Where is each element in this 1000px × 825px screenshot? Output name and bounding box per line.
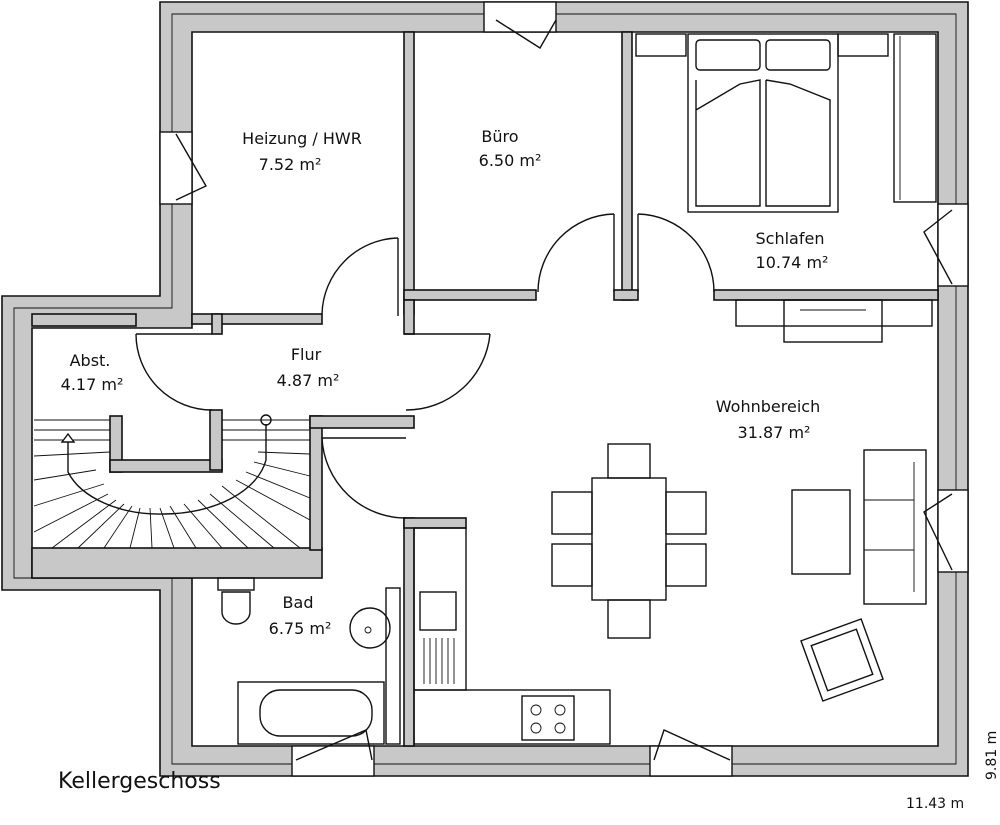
window-bottom-bad	[291, 745, 375, 777]
nightstands	[635, 33, 889, 57]
bathtub	[237, 681, 385, 745]
door-buero	[537, 213, 615, 293]
double-bed	[687, 33, 839, 213]
room-name-wohnbereich: Wohnbereich	[716, 397, 820, 416]
staircase	[33, 414, 311, 549]
dining-table	[551, 443, 707, 639]
wall-buero-schlafen	[621, 31, 633, 301]
wall-schlafen-bottom	[713, 289, 939, 301]
wall-bad-kitchen	[403, 517, 415, 747]
floor-title: Kellergeschoss	[58, 769, 221, 794]
room-area-bad: 6.75 m²	[269, 619, 332, 638]
wall-heizung-buero	[403, 31, 415, 315]
door-wohnbereich	[405, 333, 491, 411]
room-name-buero: Büro	[481, 127, 518, 146]
coffee-table	[791, 489, 851, 575]
room-area-wohnbereich: 31.87 m²	[738, 423, 811, 442]
door-abst	[135, 333, 213, 411]
wardrobe	[893, 33, 937, 203]
room-name-heizung: Heizung / HWR	[242, 129, 362, 148]
kitchen-counter	[413, 527, 611, 745]
door-schlafen	[637, 213, 715, 293]
room-name-abst: Abst.	[70, 351, 111, 370]
room-area-buero: 6.50 m²	[479, 151, 542, 170]
armchair	[800, 618, 884, 702]
room-name-flur: Flur	[291, 345, 322, 364]
wall-abst-bottom	[31, 547, 323, 579]
exterior-wall	[1, 1, 969, 777]
door-heizung	[321, 237, 399, 315]
window-right-wohn	[937, 489, 969, 573]
window-bottom-kitchen	[649, 745, 733, 777]
sofa	[863, 449, 927, 605]
room-area-heizung: 7.52 m²	[259, 155, 322, 174]
sideboard	[735, 299, 933, 343]
room-name-schlafen: Schlafen	[756, 229, 825, 248]
window-right-schlafen	[937, 203, 969, 287]
room-name-bad: Bad	[283, 593, 314, 612]
room-area-abst: 4.17 m²	[61, 375, 124, 394]
dimension-width: 11.43 m	[906, 796, 964, 812]
toilet	[217, 577, 255, 625]
room-area-flur: 4.87 m²	[277, 371, 340, 390]
window-left-heizung	[159, 131, 193, 205]
dimension-depth: 9.81 m	[984, 731, 1000, 780]
room-area-schlafen: 10.74 m²	[756, 253, 829, 272]
door-bad	[321, 437, 407, 519]
wall-heizung-bottom	[191, 313, 323, 325]
window-top	[483, 1, 557, 33]
sink	[349, 587, 401, 745]
wall-abst-top	[31, 313, 137, 327]
